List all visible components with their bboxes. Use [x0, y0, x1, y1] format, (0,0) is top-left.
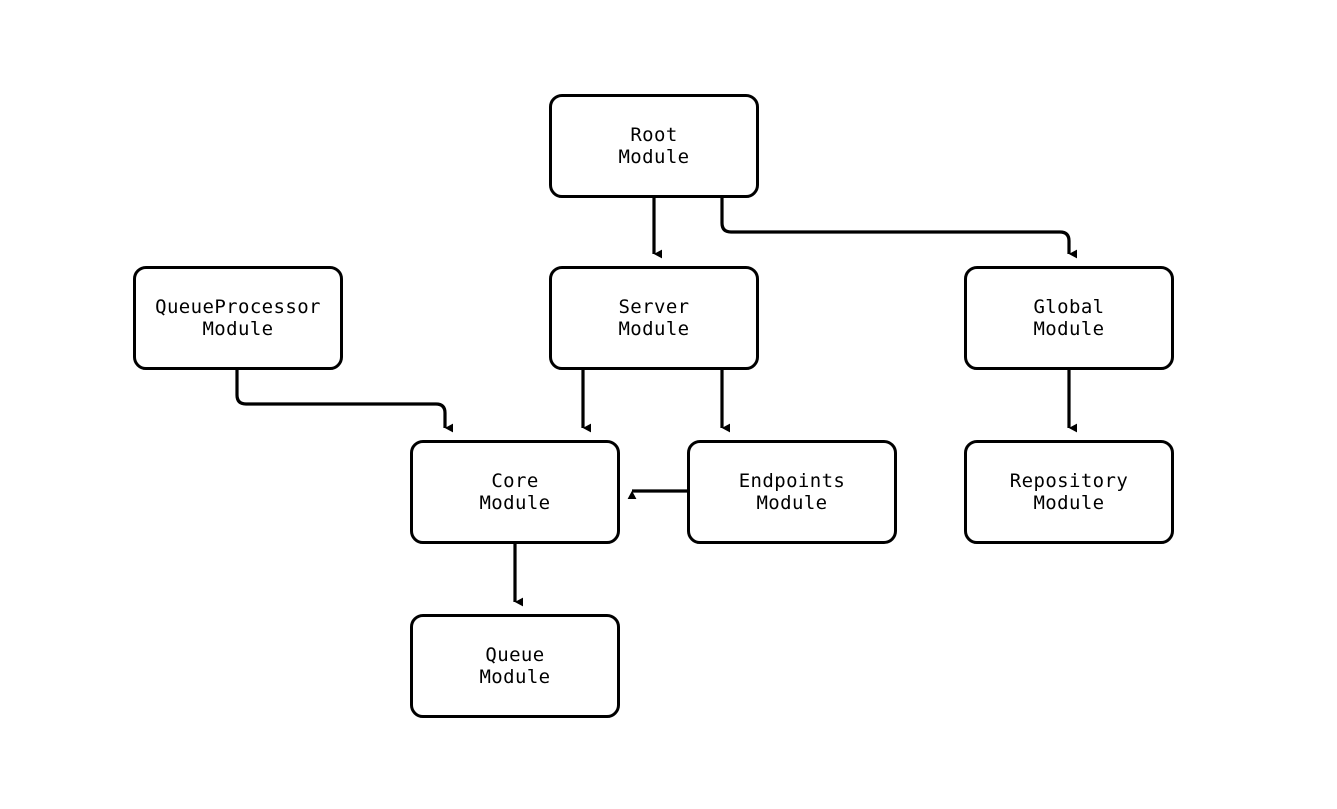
node-global-module-subtitle: Module: [1033, 318, 1105, 340]
node-server-module[interactable]: Server Module: [549, 266, 759, 370]
edge-root-global: [720, 198, 1078, 259]
node-endpoints-module[interactable]: Endpoints Module: [687, 440, 897, 544]
node-root-module-title: Root: [630, 123, 678, 146]
node-queue-module-subtitle: Module: [479, 666, 551, 688]
node-queue-module[interactable]: Queue Module: [410, 614, 620, 718]
node-endpoints-module-title: Endpoints: [738, 469, 846, 492]
node-queueprocessor-module-subtitle: Module: [202, 318, 274, 340]
edge-queueprocessor-core: [235, 370, 454, 433]
node-server-module-subtitle: Module: [618, 318, 690, 340]
node-global-module-title: Global: [1033, 295, 1105, 318]
node-core-module-subtitle: Module: [479, 492, 551, 514]
node-queueprocessor-module-title: QueueProcessor: [155, 295, 321, 318]
node-root-module-subtitle: Module: [618, 146, 690, 168]
node-repository-module-title: Repository: [1009, 469, 1129, 492]
node-core-module-title: Core: [491, 469, 539, 492]
node-global-module[interactable]: Global Module: [964, 266, 1174, 370]
node-repository-module-subtitle: Module: [1033, 492, 1105, 514]
node-queue-module-title: Queue: [485, 643, 545, 666]
node-server-module-title: Server: [618, 295, 690, 318]
node-queueprocessor-module[interactable]: QueueProcessor Module: [133, 266, 343, 370]
node-repository-module[interactable]: Repository Module: [964, 440, 1174, 544]
node-core-module[interactable]: Core Module: [410, 440, 620, 544]
node-endpoints-module-subtitle: Module: [756, 492, 828, 514]
node-root-module[interactable]: Root Module: [549, 94, 759, 198]
